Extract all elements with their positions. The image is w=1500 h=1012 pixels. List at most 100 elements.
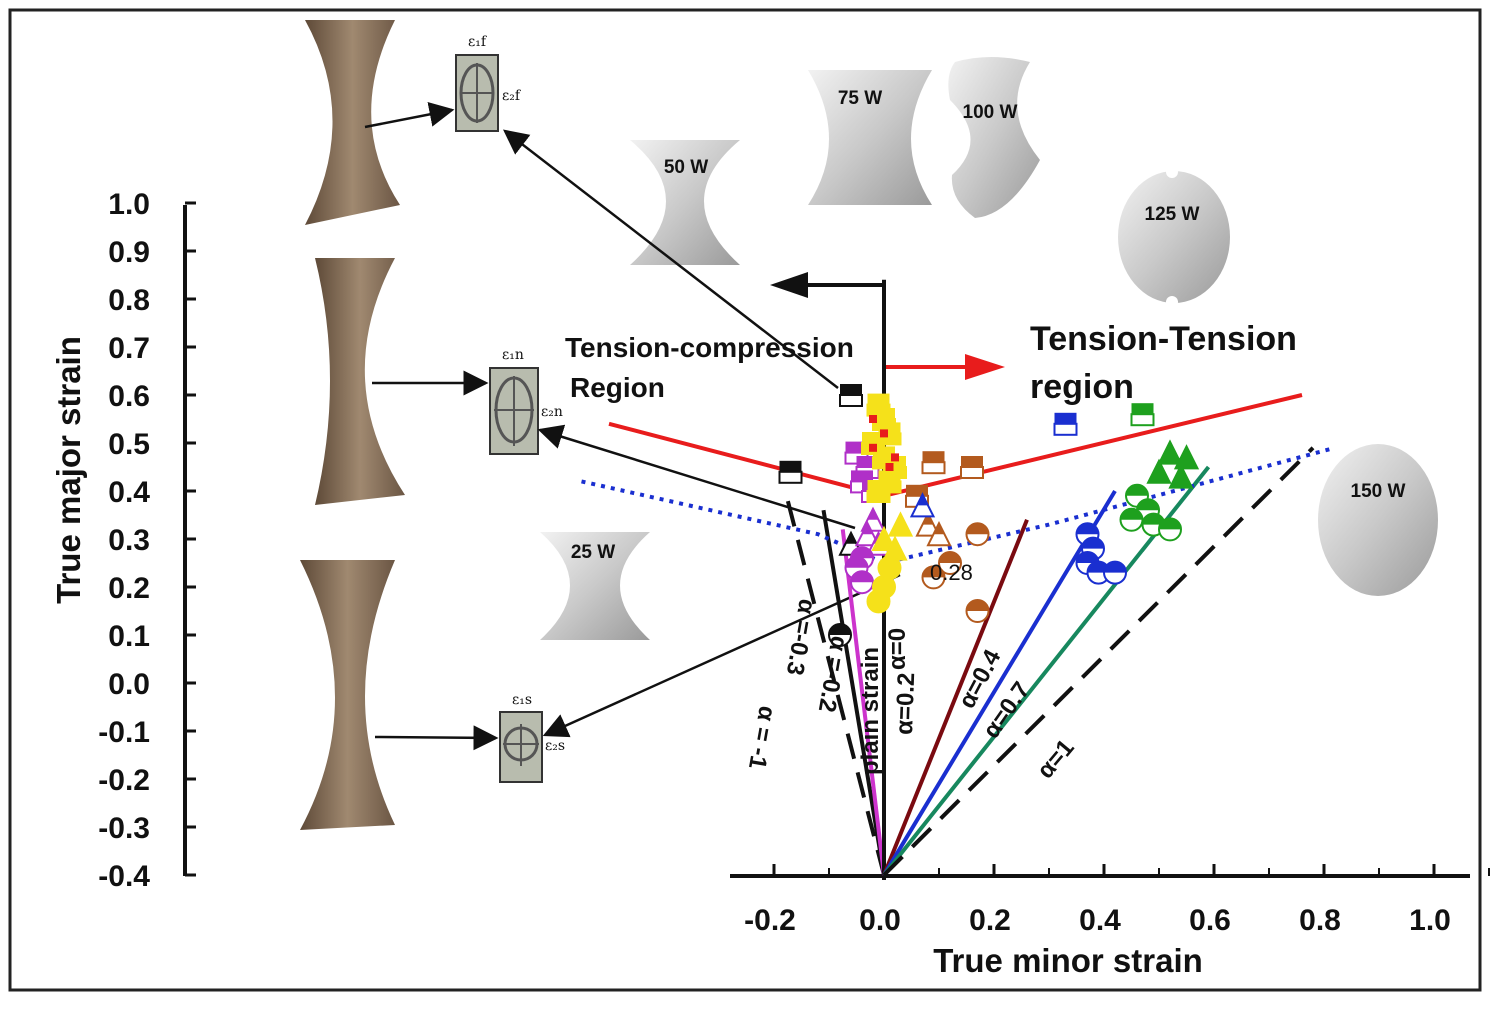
data-points	[778, 384, 1200, 647]
y-tick-group: 1.00.90.80.70.60.50.40.30.20.10.0-0.1-0.…	[98, 188, 196, 893]
y-tick-label: 0.9	[108, 236, 150, 269]
data-point	[779, 460, 802, 472]
data-point	[1130, 413, 1155, 427]
specimen-label-50w: 50 W	[664, 157, 708, 178]
grid-zoom-middle: ε₁n ε₂n	[489, 347, 563, 455]
data-point	[922, 513, 934, 525]
data-point	[1082, 537, 1104, 549]
region-arrow-right	[884, 354, 1005, 380]
x-tick-label: 0.2	[969, 904, 1011, 937]
data-point	[869, 443, 877, 452]
data-point	[873, 446, 895, 458]
y-tick-label: -0.1	[98, 716, 150, 749]
data-point	[961, 456, 983, 467]
specimen-label-150w: 150 W	[1351, 481, 1406, 502]
specimen-label-125w: 125 W	[1145, 204, 1200, 225]
alpha-label-plain-strain: plain strain	[857, 647, 884, 775]
y-tick-label: 0.6	[108, 380, 150, 413]
data-point	[1173, 444, 1200, 470]
y-tick-label: -0.3	[98, 812, 150, 845]
data-point	[1076, 523, 1099, 535]
alpha-label-02: α=0.2	[891, 672, 920, 735]
data-point	[939, 552, 961, 563]
data-point	[1120, 508, 1143, 520]
data-point	[966, 523, 989, 535]
specimen-125w: 125 W	[1118, 166, 1230, 308]
x-tick-label: 0.8	[1299, 904, 1341, 937]
y-tick-label: 0.4	[108, 476, 150, 509]
x-tick-label: 1.0	[1409, 904, 1451, 937]
strain-path-line	[882, 446, 1315, 877]
x-axis-label: True minor strain	[933, 942, 1203, 979]
data-point	[867, 480, 890, 491]
y-tick-label: 0.8	[108, 284, 150, 317]
pointer-arrows	[364, 102, 901, 751]
data-point	[862, 432, 884, 443]
grid-zoom-bottom: ε₁s ε₂s	[499, 692, 565, 783]
data-point	[887, 511, 914, 537]
figure-frame	[8, 8, 1482, 992]
data-point	[867, 508, 879, 520]
region-label-tt-2: region	[1030, 368, 1134, 406]
y-tick-label: 1.0	[108, 188, 150, 221]
data-point	[851, 571, 873, 583]
data-point	[871, 525, 897, 551]
y-tick-label: 0.0	[108, 668, 150, 701]
x-tick-label: 0.4	[1079, 904, 1121, 937]
specimen-100w: 100 W	[948, 57, 1040, 218]
data-point	[878, 470, 901, 482]
data-point	[778, 470, 803, 484]
data-point	[1146, 458, 1172, 484]
data-point	[960, 466, 984, 479]
data-point	[966, 600, 989, 611]
data-point	[866, 490, 891, 503]
fractured-specimen-top	[305, 20, 400, 225]
specimen-label-100w: 100 W	[963, 102, 1018, 123]
data-point	[1053, 422, 1078, 436]
grid-symbol: ε₂s	[545, 738, 565, 754]
data-point	[856, 456, 879, 467]
data-point	[885, 463, 894, 471]
data-point	[891, 453, 899, 462]
specimen-75w: 75 W	[808, 70, 932, 205]
data-point	[1157, 439, 1183, 465]
specimen-label-25w: 25 W	[571, 542, 615, 563]
x-tick-group: -0.2 0.0 0.2 0.4 0.6 0.8 1.0	[744, 864, 1490, 937]
strain-path-lines	[785, 279, 1315, 877]
y-tick-label: -0.2	[98, 764, 150, 797]
data-point	[840, 384, 862, 395]
x-tick-label: 0.0	[859, 904, 901, 937]
region-label-tc-2: Region	[570, 372, 665, 403]
data-point	[1104, 561, 1126, 573]
specimen-label-75w: 75 W	[838, 88, 882, 109]
data-point	[1159, 518, 1181, 530]
data-point	[878, 422, 901, 434]
y-tick-label: 0.5	[108, 428, 150, 461]
data-point	[845, 441, 868, 453]
strain-path-line	[785, 500, 886, 876]
grid-symbol: ε₁n	[502, 347, 524, 363]
data-point	[851, 547, 873, 559]
fractured-specimen-middle	[315, 258, 405, 505]
grid-symbol: ε₁f	[468, 34, 488, 50]
data-point	[922, 451, 945, 463]
data-point	[1168, 463, 1194, 489]
data-point	[862, 523, 873, 535]
x-tick-label: -0.2	[744, 904, 796, 937]
data-point	[1076, 552, 1099, 563]
x-tick-label: 0.6	[1189, 904, 1231, 937]
data-point	[922, 566, 945, 578]
specimen-25w: 25 W	[540, 532, 650, 640]
grid-symbol: ε₂f	[502, 88, 522, 104]
data-point	[866, 589, 891, 614]
data-point	[906, 484, 928, 496]
data-point	[839, 394, 863, 407]
data-point	[845, 532, 857, 544]
annotation-028: 0.28	[930, 560, 973, 585]
region-label-tc-1: Tension-compression	[565, 332, 854, 363]
strain-path-line	[882, 519, 1029, 876]
strain-path-line	[821, 509, 886, 876]
data-point	[829, 624, 851, 635]
data-point	[867, 393, 890, 405]
